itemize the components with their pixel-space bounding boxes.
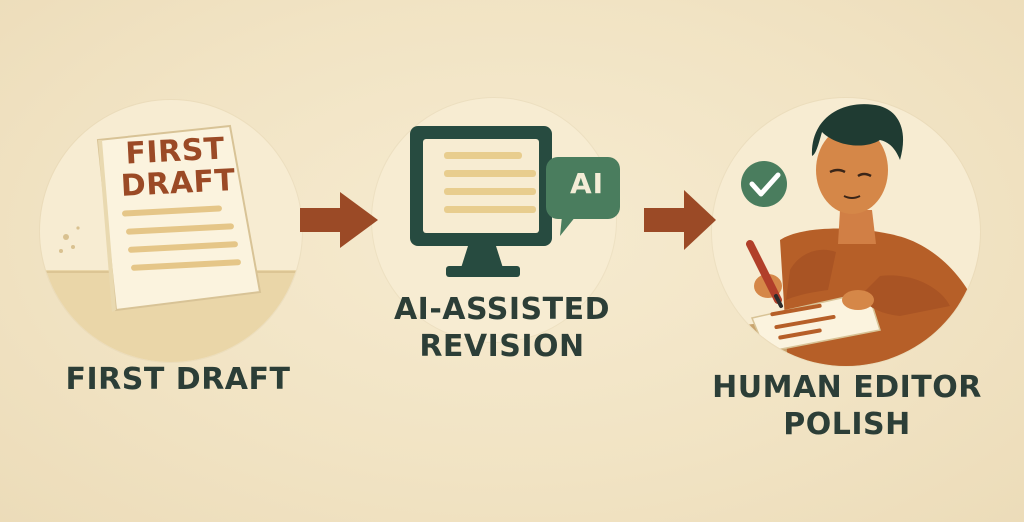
arrow-right-icon [300,192,378,248]
person-editing-icon [712,104,980,366]
step-label-line: FIRST DRAFT [65,362,291,397]
step-label-line: REVISION [419,328,585,364]
step-ai-revision-label: AI-ASSISTED REVISION [372,292,632,365]
step-label-line: POLISH [783,406,911,442]
step-first-draft-label: FIRST DRAFT [40,362,316,399]
arrow-right-icon [644,190,716,250]
step-label-line: HUMAN EDITOR [712,370,982,405]
document-icon [59,124,262,312]
pencil-icon [746,240,783,308]
ai-badge-text: AI [569,167,605,200]
computer-monitor-icon [410,126,552,277]
step-label-line: AI-ASSISTED [393,292,611,327]
checkmark-badge-icon [741,161,787,207]
ai-chat-bubble-icon [546,157,620,236]
step-human-editor-label: HUMAN EDITOR POLISH [712,370,982,443]
document-heading-line: DRAFT [119,162,237,204]
document-heading: FIRST DRAFT [118,131,237,204]
